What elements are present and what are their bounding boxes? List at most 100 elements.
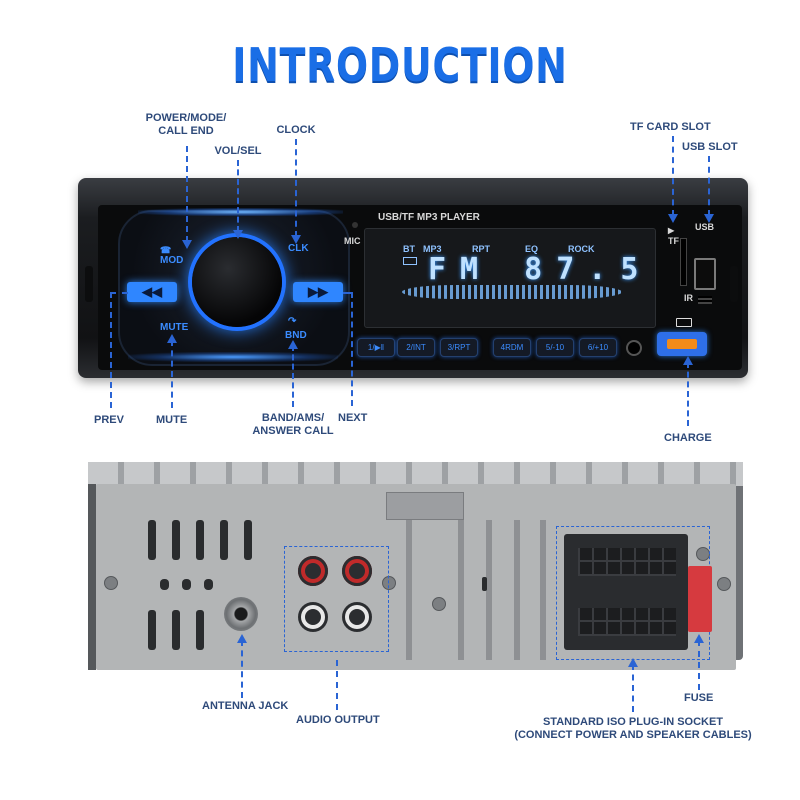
- mic-hole: [352, 222, 358, 228]
- vent-slot: [148, 610, 156, 650]
- lcd-indicator-mp3: MP3: [423, 244, 442, 254]
- end-cap-left: [85, 266, 93, 302]
- charge-port[interactable]: [657, 332, 707, 356]
- ir-sensor: [698, 296, 712, 304]
- label-antenna-jack: ANTENNA JACK: [202, 700, 289, 712]
- mic-label: MIC: [344, 236, 361, 246]
- preset-button-5[interactable]: 5/-10: [536, 338, 574, 357]
- label-usb-slot: USB SLOT: [682, 141, 738, 153]
- label-band-ams: BAND/AMS/ ANSWER CALL: [252, 412, 334, 437]
- antenna-jack[interactable]: [224, 597, 258, 631]
- back-side-left: [88, 484, 96, 670]
- back-rib: [486, 520, 492, 660]
- screw: [432, 597, 446, 611]
- keypad-glow-bottom: [128, 352, 338, 362]
- rca-white-left[interactable]: [298, 602, 328, 632]
- callout-charge: [687, 362, 689, 426]
- callout-next-v: [351, 292, 353, 406]
- preset-button-6[interactable]: 6/+10: [579, 338, 617, 357]
- label-audio-output: AUDIO OUTPUT: [296, 714, 380, 726]
- aux-jack[interactable]: [626, 340, 642, 356]
- vent-slot: [148, 520, 156, 560]
- clk-key-label[interactable]: CLK: [288, 243, 309, 254]
- charge-port-inner: [667, 339, 697, 349]
- arrow-band: [288, 340, 298, 349]
- rca-red-right[interactable]: [342, 556, 372, 586]
- lcd-indicator-rock: ROCK: [568, 244, 595, 254]
- callout-prev-v: [110, 292, 112, 408]
- iso-socket[interactable]: [564, 534, 688, 650]
- vent-slot: [172, 520, 180, 560]
- callout-audio-output: [336, 660, 338, 710]
- vent-slot: [196, 610, 204, 650]
- screw: [104, 576, 118, 590]
- callout-iso: [632, 664, 634, 712]
- label-tf-card-slot: TF CARD SLOT: [630, 121, 711, 133]
- mute-key-label[interactable]: MUTE: [160, 322, 189, 333]
- vent-dot: [160, 579, 169, 590]
- vent-dot: [182, 579, 191, 590]
- callout-vol-sel: [237, 160, 239, 232]
- mount-bracket: [386, 492, 464, 520]
- label-mute: MUTE: [156, 414, 188, 426]
- callout-fuse: [698, 640, 700, 690]
- label-next: NEXT: [338, 412, 368, 424]
- label-iso-line1: STANDARD ISO PLUG-IN SOCKET: [542, 716, 724, 728]
- usb-port[interactable]: [694, 258, 716, 290]
- bnd-key-label[interactable]: BND: [285, 330, 307, 341]
- lcd-indicator-rpt: RPT: [472, 244, 490, 254]
- arrow-tf-slot: [668, 214, 678, 223]
- lcd-indicator-eq: EQ: [525, 244, 539, 254]
- rca-red-left[interactable]: [298, 556, 328, 586]
- preset-button-3[interactable]: 3/RPT: [440, 338, 478, 357]
- callout-usb-slot: [708, 156, 710, 216]
- preset-button-2[interactable]: 2/INT: [397, 338, 435, 357]
- fuse[interactable]: [688, 566, 712, 632]
- tf-arrow-icon: ▶: [668, 226, 675, 235]
- page-title: INTRODUCTION: [232, 38, 568, 92]
- back-rib: [406, 520, 412, 660]
- arrow-antenna: [237, 634, 247, 643]
- usb-label: USB: [695, 222, 715, 232]
- callout-tf-slot: [672, 136, 674, 216]
- mod-key-label[interactable]: MOD: [160, 255, 184, 266]
- prev-button[interactable]: ◀◀: [127, 282, 177, 302]
- callout-band: [292, 345, 294, 407]
- callout-antenna: [241, 640, 243, 698]
- battery-charge-icon: [676, 318, 692, 327]
- label-vol-sel: VOL/SEL: [214, 145, 262, 157]
- volume-knob[interactable]: [192, 237, 282, 327]
- lcd-eq-bars: [402, 285, 622, 299]
- lcd-indicator-bt: BT: [403, 244, 415, 254]
- vent-slot: [196, 520, 204, 560]
- callout-prev-h: [110, 292, 128, 294]
- arrow-power-mode: [182, 240, 192, 249]
- preset-button-1[interactable]: 1/▶‖: [357, 338, 395, 357]
- audio-output-box: [284, 546, 389, 652]
- tf-label: TF: [668, 236, 679, 246]
- phone-icon: ☎: [160, 245, 172, 255]
- label-power-mode: POWER/MODE/ CALL END: [145, 112, 227, 137]
- tf-card-slot[interactable]: [680, 238, 687, 286]
- rca-white-right[interactable]: [342, 602, 372, 632]
- vent-slot: [220, 520, 228, 560]
- vent-slot: [172, 610, 180, 650]
- device-header: USB/TF MP3 PLAYER: [378, 212, 480, 223]
- arrow-fuse: [694, 634, 704, 643]
- back-slot: [482, 577, 487, 591]
- ir-label: IR: [684, 293, 693, 303]
- iso-pins-bottom: [578, 608, 676, 636]
- vent-slot: [244, 520, 252, 560]
- back-rib: [514, 520, 520, 660]
- keypad-glow-top: [138, 208, 343, 216]
- callout-power-mode: [186, 146, 188, 242]
- screw: [382, 576, 396, 590]
- preset-button-4[interactable]: 4RDM: [493, 338, 531, 357]
- end-cap-right: [730, 266, 738, 302]
- label-prev: PREV: [94, 414, 124, 426]
- arrow-usb-slot: [704, 214, 714, 223]
- next-button[interactable]: ▶▶: [293, 282, 343, 302]
- callout-clock: [295, 139, 297, 237]
- arrow-mute: [167, 334, 177, 343]
- back-rib: [540, 520, 546, 660]
